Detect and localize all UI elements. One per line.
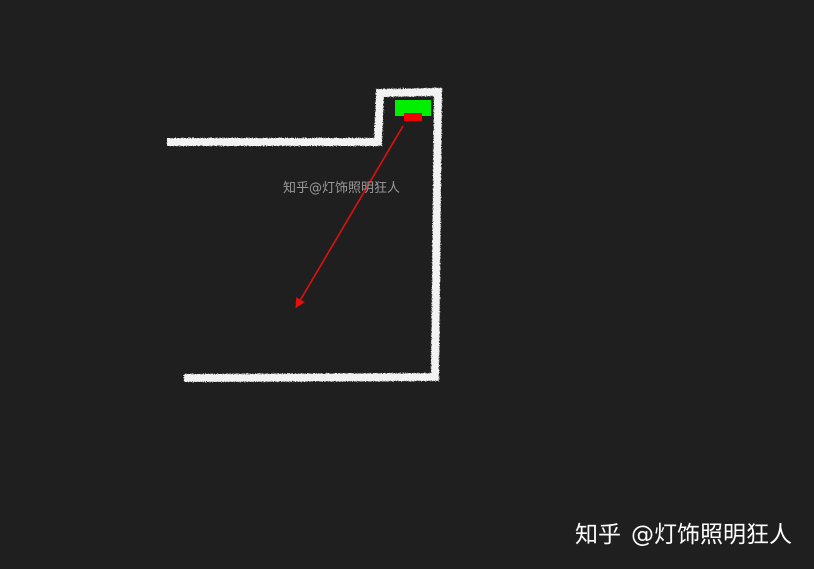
green-lamp-block: [395, 100, 431, 116]
brand-label: 知乎: [575, 522, 621, 548]
corner-watermark: 知乎 @灯饰照明狂人: [575, 521, 792, 549]
light-ray-arrow: [295, 125, 404, 309]
wall-outline: [167, 87, 443, 382]
center-watermark: 知乎@灯饰照明狂人: [283, 181, 401, 196]
red-light-source: [404, 113, 422, 121]
author-label: @灯饰照明狂人: [631, 522, 792, 548]
